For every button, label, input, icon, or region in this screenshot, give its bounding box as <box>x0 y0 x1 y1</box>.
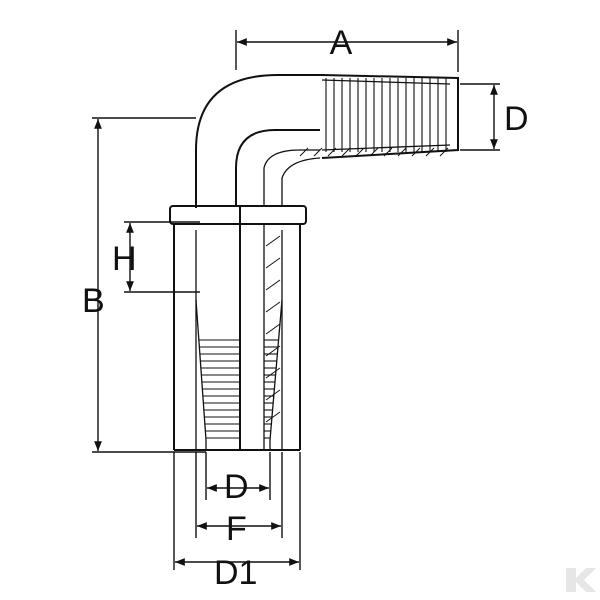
dimension-a: A <box>235 24 459 72</box>
ridge-line <box>265 323 281 335</box>
ridge-line <box>313 147 323 157</box>
ridge-line <box>265 301 281 313</box>
ridge-line <box>341 147 351 157</box>
ridge-line <box>265 279 281 291</box>
dim-label-a: A <box>330 24 353 62</box>
ridge-line <box>355 147 365 157</box>
ridge-line <box>299 147 309 157</box>
ridge-line <box>265 235 281 247</box>
ridge-line <box>265 257 281 269</box>
dimension-h: H <box>112 221 200 293</box>
dimension-f: F <box>195 452 283 548</box>
ridge-line <box>397 147 407 157</box>
vertical-barb <box>195 299 283 450</box>
watermark-logo-icon <box>566 568 596 592</box>
ridge-line <box>439 147 449 157</box>
ridge-line <box>265 367 281 379</box>
ridge-line <box>265 345 281 357</box>
dim-label-b: B <box>82 282 105 320</box>
dimension-d-top: D <box>460 83 529 151</box>
horizontal-barb-ridges <box>325 78 447 152</box>
dim-label-d1: D1 <box>214 554 257 592</box>
ridge-line <box>327 147 337 157</box>
dim-label-d-bottom: D <box>224 468 249 506</box>
dimension-b: B <box>82 117 206 453</box>
ridge-line <box>369 147 379 157</box>
dimension-d1: D1 <box>173 452 301 592</box>
horizontal-barb <box>321 74 459 159</box>
section-hatching <box>265 147 449 423</box>
dimension-d-bottom: D <box>205 452 271 506</box>
ridge-line <box>265 411 281 423</box>
vertical-barb-ridges <box>198 339 279 439</box>
ridge-line <box>411 147 421 157</box>
flange <box>169 205 307 225</box>
dim-label-f: F <box>226 510 247 548</box>
fitting-outline <box>169 74 459 451</box>
dim-label-d-top: D <box>504 100 529 138</box>
ridge-line <box>425 147 435 157</box>
dim-label-h: H <box>112 240 137 278</box>
ridge-line <box>383 147 393 157</box>
ridge-line <box>265 389 281 401</box>
body-tube <box>173 206 301 451</box>
